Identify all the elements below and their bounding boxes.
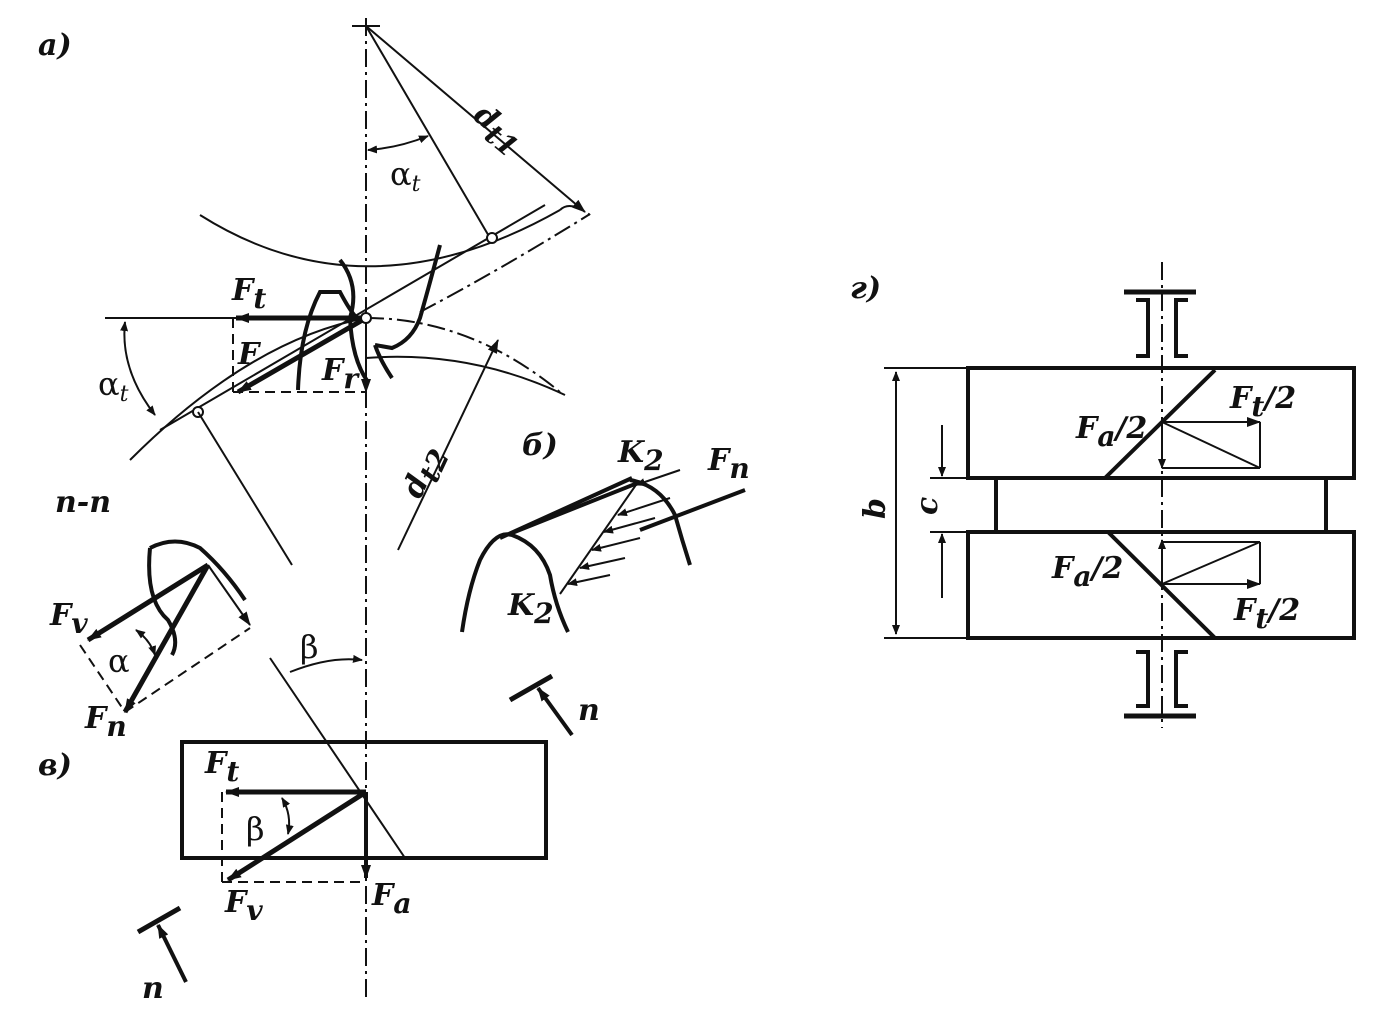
c-label: c — [910, 497, 945, 515]
ft-v-label: Ft — [204, 746, 239, 788]
bearing-bottom-right — [1174, 650, 1188, 708]
small-parallelogram-1 — [79, 644, 126, 713]
tooth-profile-3 — [374, 244, 442, 351]
load-arrow-2 — [617, 497, 671, 517]
beta-label-top: β — [300, 628, 319, 666]
k2-top-label: K2 — [617, 435, 664, 477]
force-fv-left — [86, 562, 210, 643]
load-arrow-5 — [579, 557, 626, 570]
small-tooth-outline-left — [147, 547, 178, 656]
force-fv-v — [226, 789, 368, 883]
pitch-circle-2-left — [129, 317, 367, 461]
section-mark-bottom — [136, 905, 182, 935]
bearing-top-right — [1174, 298, 1188, 358]
alpha-arc-small — [135, 629, 156, 656]
section-nn-label: n-n — [55, 485, 111, 520]
pitch-circle-1 — [419, 213, 591, 313]
panel-v: в) Ft β Fv Fa n — [38, 740, 548, 1006]
f-label-a: F — [237, 337, 262, 372]
fn-left-label: Fn — [84, 701, 127, 743]
alpha-label: α — [108, 642, 130, 680]
groove — [994, 476, 1328, 534]
fv-left-label: Fv — [49, 598, 88, 640]
force-radial-left — [207, 564, 251, 626]
radius-line-1 — [365, 25, 491, 239]
bearing-top-left — [1136, 298, 1150, 358]
ft2-lower-label: Ft/2 — [1233, 593, 1300, 635]
force-f-arrow — [236, 315, 368, 395]
panel-g: г) Fa/2 Ft/2 Fa/2 Ft/2 — [850, 262, 1356, 728]
load-arrow-1 — [635, 469, 681, 486]
lower-diagonal — [1161, 541, 1261, 585]
small-parallelogram-2 — [124, 627, 251, 713]
tooth-profile-4 — [373, 344, 394, 380]
panel-v-label: в) — [38, 748, 72, 783]
pitch-arc-upper — [199, 209, 561, 268]
beta-arc-v — [281, 797, 294, 835]
tooth-contact-line-2 — [511, 480, 641, 535]
d-t2-label: dt2 — [396, 440, 457, 506]
upper-diagonal — [1161, 421, 1261, 469]
panel-g-label: г) — [850, 271, 881, 306]
helix-upper — [1103, 368, 1217, 480]
panel-a: а) dt1 αt Ft — [38, 18, 591, 1000]
force-fn-left — [122, 563, 211, 714]
panel-b-label: б) — [522, 428, 558, 463]
d-t1-dimension — [365, 25, 586, 213]
d-t2-dimension — [397, 339, 499, 551]
gear-tooth-left — [460, 532, 570, 633]
section-arrow-bottom — [156, 924, 188, 983]
ft2-upper-label: Ft/2 — [1229, 381, 1296, 423]
panel-a-label: а) — [38, 28, 72, 63]
tangent-point-1 — [486, 232, 498, 244]
pitch-arc-upper-ext — [559, 205, 591, 216]
k2-bottom-label: K2 — [507, 588, 554, 630]
alpha-t-label-top: αt — [390, 155, 421, 197]
alpha-t-arc-left — [120, 321, 156, 416]
section-mark-right — [508, 673, 554, 703]
alpha-t-label-left: αt — [98, 365, 129, 407]
beta-v-label: β — [246, 810, 265, 848]
fa-v-label: Fa — [371, 878, 411, 920]
base-arc-lower — [365, 355, 566, 396]
load-boundary — [559, 481, 639, 595]
fa2-lower-label: Fa/2 — [1051, 551, 1123, 593]
n-bottom-label: n — [142, 971, 164, 1006]
radius-line-2 — [197, 411, 293, 566]
n-right-label: n — [578, 693, 600, 728]
fn-b-label: Fn — [707, 443, 750, 485]
load-arrow-6 — [567, 574, 611, 587]
helix-lower — [1106, 530, 1217, 640]
fv-v-label: Fv — [224, 885, 263, 927]
beta-arc-top — [289, 654, 363, 673]
load-arrow-4 — [591, 537, 641, 552]
fn-line-b — [639, 488, 746, 532]
pitch-circle-2-right — [365, 317, 561, 393]
load-arrow-3 — [603, 517, 656, 534]
pitch-point — [360, 312, 372, 324]
ft-label-a: Ft — [231, 273, 266, 315]
d-t1-label: dt1 — [462, 97, 530, 164]
fr-label: Fr — [321, 353, 360, 395]
alpha-t-arc-top — [367, 135, 429, 154]
helix-line — [269, 657, 406, 859]
bearing-bottom-left — [1136, 650, 1150, 708]
small-tooth-outline-top — [149, 539, 247, 602]
b-label: b — [858, 498, 893, 519]
panel-b: б) K2 K2 Fn n — [460, 428, 750, 737]
section-arrow-right — [536, 686, 574, 737]
